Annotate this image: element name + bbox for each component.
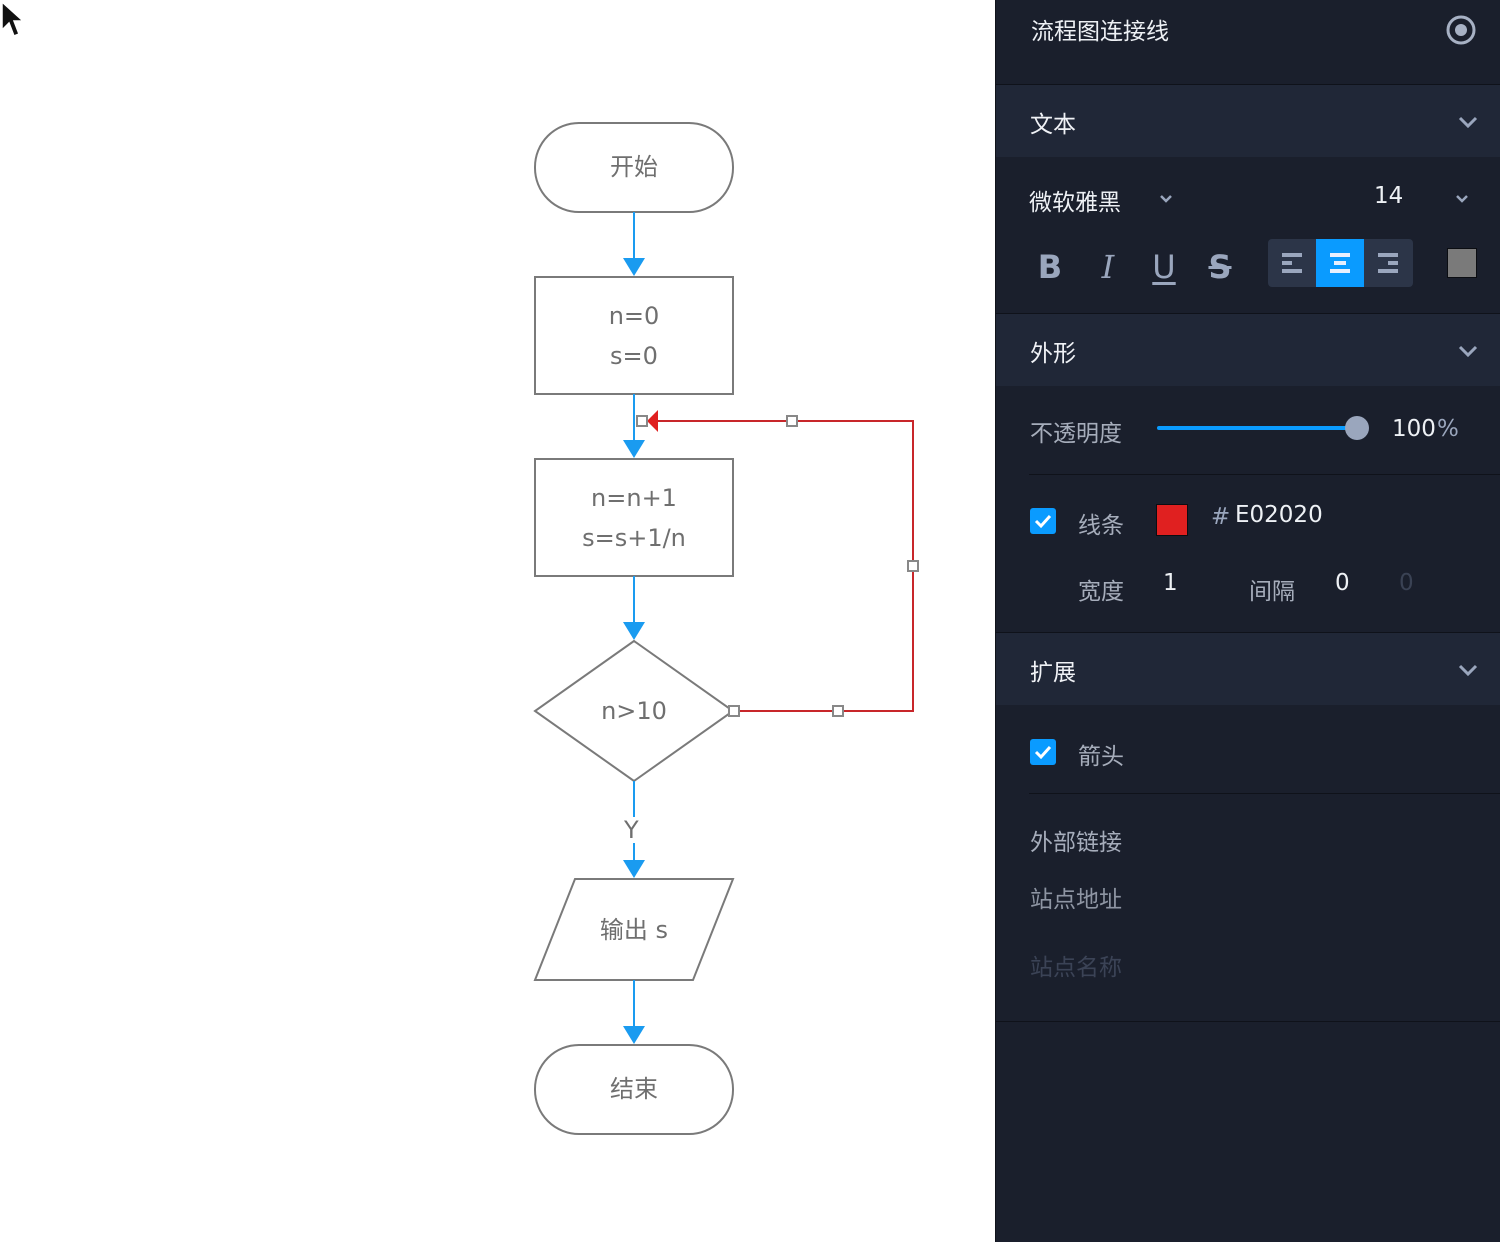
node-output-label: 输出 s [599,916,669,944]
arrow-checkbox[interactable] [1030,739,1056,765]
selected-connector-loop[interactable] [636,410,919,717]
edge-yes-label: Y [622,816,641,844]
section-body-extension: 箭头 外部链接 [996,705,1500,1022]
section-title-shape: 外形 [1030,341,1076,367]
stroke-label: 线条 [1078,513,1124,539]
font-size-chevron-icon[interactable] [1454,191,1470,207]
align-right-button[interactable] [1364,239,1412,287]
font-size-select[interactable]: 14 [1374,183,1404,209]
align-center-button[interactable] [1316,239,1364,287]
opacity-value[interactable]: 100 [1392,416,1436,442]
opacity-slider-thumb[interactable] [1345,416,1369,440]
checkmark-icon [1034,745,1052,760]
site-url-input[interactable] [1030,887,1450,913]
section-body-shape: 不透明度 100 % 线条 # 宽度 间隔 [996,386,1500,633]
edge-start-init[interactable] [623,212,645,276]
node-init-label-line1: n=0 [608,302,660,330]
node-output-shape[interactable] [533,878,735,981]
node-cond-label: n>10 [601,697,667,725]
bold-button[interactable]: B [1037,248,1063,286]
connector-handle-start[interactable] [728,705,740,717]
node-update-label-line1: n=n+1 [591,484,677,512]
chevron-down-icon [1458,664,1478,677]
text-color-swatch[interactable] [1447,248,1477,278]
opacity-slider-track[interactable] [1157,426,1357,430]
connector-handle-mid-top[interactable] [786,415,798,427]
flowchart-canvas[interactable]: 开始 n=0 s=0 n=n+1 s=s+1/n n>10 输出 s 结束 Y [0,0,995,1242]
node-init-shape[interactable] [534,276,734,395]
panel-header: 流程图连接线 [996,0,1500,85]
node-end-shape[interactable] [534,1044,734,1135]
site-name-input[interactable] [1030,955,1450,981]
section-title-extension: 扩展 [1030,660,1076,686]
mouse-cursor-icon [1,0,25,37]
opacity-unit: % [1437,416,1459,442]
eye-icon[interactable] [1445,14,1477,46]
section-header-text[interactable]: 文本 [996,85,1500,157]
stroke-width-input[interactable] [1163,570,1203,596]
font-family-chevron-icon[interactable] [1158,191,1174,207]
font-family-select[interactable]: 微软雅黑 [1029,190,1121,216]
node-update-shape[interactable] [534,458,734,577]
align-left-button[interactable] [1268,239,1316,287]
properties-panel: 流程图连接线 文本 微软雅黑 14 B I U S [995,0,1500,1242]
section-header-shape[interactable]: 外形 [996,314,1500,386]
arrow-label: 箭头 [1078,744,1124,770]
section-title-text: 文本 [1030,112,1076,138]
connector-handle-mid-right[interactable] [907,560,919,572]
opacity-label: 不透明度 [1030,421,1122,447]
underline-button[interactable]: U [1152,248,1176,286]
edge-update-cond[interactable] [623,576,645,640]
dash-gap-input-1[interactable] [1335,570,1375,596]
connector-handle-mid-bottom[interactable] [832,705,844,717]
chevron-down-icon [1458,116,1478,129]
italic-button[interactable]: I [1101,248,1115,286]
node-update-label-line2: s=s+1/n [582,524,686,552]
text-align-group [1268,239,1413,287]
stroke-checkbox[interactable] [1030,508,1056,534]
node-end-label: 结束 [610,1075,658,1103]
connector-arrowhead [647,410,658,432]
chevron-down-icon [1458,345,1478,358]
edge-output-end[interactable] [623,980,645,1044]
connector-handle-end[interactable] [636,415,648,427]
hex-hash-symbol: # [1211,504,1231,530]
panel-title: 流程图连接线 [1031,19,1169,45]
external-link-label: 外部链接 [1030,830,1122,856]
divider [1029,793,1500,794]
checkmark-icon [1034,514,1052,529]
node-start-label: 开始 [610,153,658,181]
stroke-color-swatch[interactable] [1156,504,1188,536]
width-label: 宽度 [1078,579,1124,605]
dash-gap-input-2[interactable] [1399,570,1439,596]
section-body-text: 微软雅黑 14 B I U S [996,157,1500,314]
flowchart-svg [533,122,919,1135]
divider [1029,474,1500,475]
section-header-extension[interactable]: 扩展 [996,633,1500,705]
node-init-label-line2: s=0 [610,342,658,370]
strikethrough-button[interactable]: S [1208,248,1232,286]
stroke-hex-input[interactable] [1233,501,1377,529]
edge-init-update[interactable] [623,394,645,458]
gap-label: 间隔 [1249,579,1295,605]
